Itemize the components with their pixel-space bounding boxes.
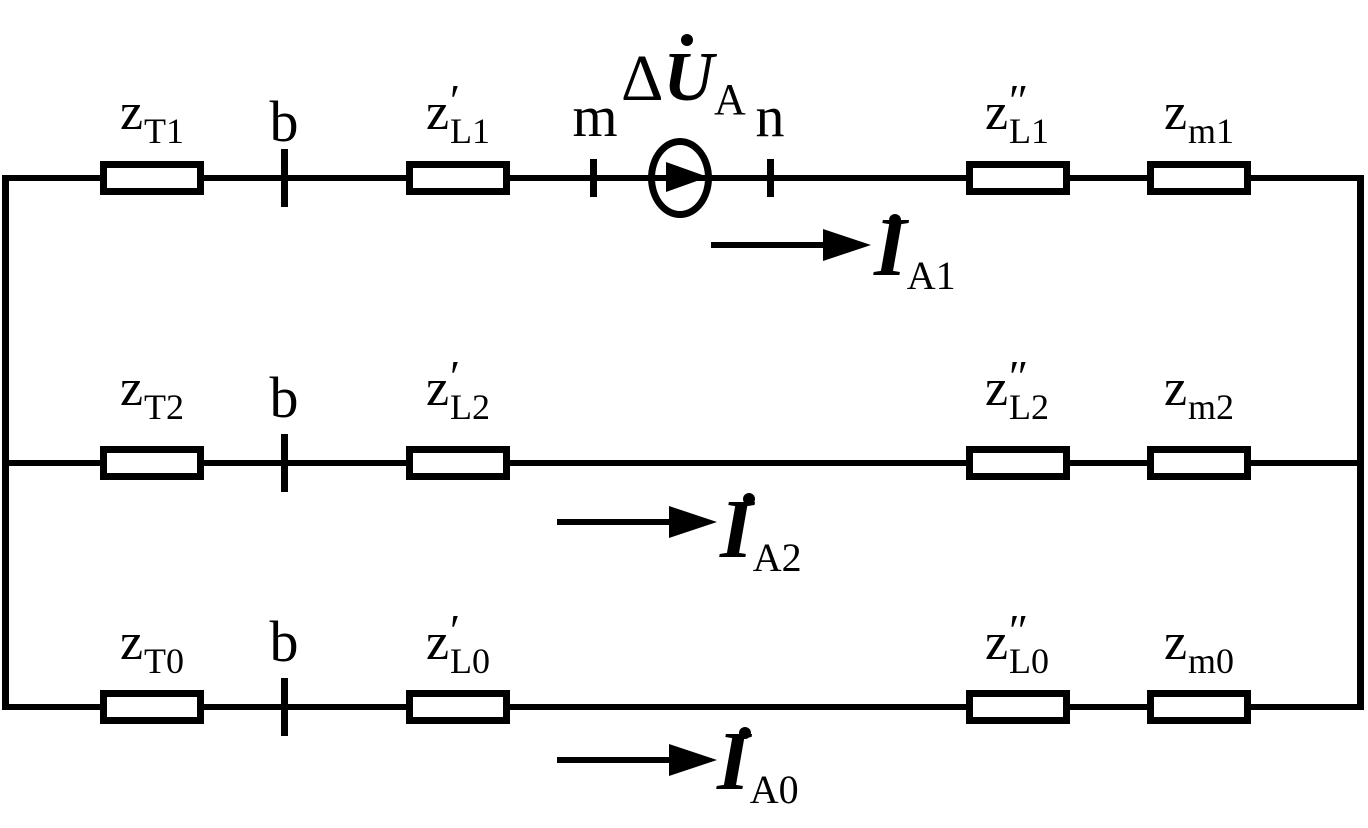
current-arrow-line-IA1 bbox=[711, 242, 825, 248]
impedance-label-zm1: z m1 bbox=[1163, 84, 1235, 151]
wire-right-rail bbox=[1357, 175, 1364, 710]
impedance-subscript: L1 bbox=[450, 111, 491, 151]
impedance-base: z bbox=[1163, 360, 1188, 417]
current-subscript: A2 bbox=[752, 535, 802, 580]
impedance-label-zL2-right: z ″L2 bbox=[984, 351, 1050, 427]
impedance-box-zm2 bbox=[1147, 446, 1251, 480]
impedance-box-zL2-right bbox=[966, 446, 1070, 480]
wire-middle-row bbox=[2, 460, 1364, 466]
impedance-label-zL1-right: z ″L1 bbox=[984, 75, 1050, 151]
prime-mark bbox=[1188, 365, 1234, 389]
impedance-box-zL1-left bbox=[406, 161, 510, 195]
wire-left-rail bbox=[2, 175, 9, 710]
current-arrow-head-IA0 bbox=[669, 744, 717, 776]
impedance-box-zL0-right bbox=[966, 690, 1070, 724]
prime-mark bbox=[144, 89, 184, 113]
voltage-source-label: ΔUA bbox=[621, 42, 746, 133]
delta-prefix: Δ bbox=[621, 42, 664, 115]
impedance-label-zL0-right: z ″L0 bbox=[984, 605, 1050, 681]
impedance-label-zm2: z m2 bbox=[1163, 360, 1235, 427]
node-tick-b1 bbox=[281, 149, 288, 207]
impedance-subscript: T2 bbox=[144, 387, 185, 427]
impedance-subscript: L1 bbox=[1009, 111, 1050, 151]
current-arrow-head-IA1 bbox=[823, 229, 871, 261]
impedance-base: z bbox=[1163, 84, 1188, 141]
impedance-box-zm1 bbox=[1147, 161, 1251, 195]
impedance-base: z bbox=[425, 614, 450, 671]
voltage-symbol: U bbox=[663, 39, 715, 116]
impedance-subscript: L0 bbox=[450, 641, 491, 681]
wire-bottom-row bbox=[2, 704, 1364, 710]
node-label-b2: b bbox=[269, 365, 299, 430]
impedance-label-zL1-left: z ′L1 bbox=[425, 75, 491, 151]
current-arrow-line-IA0 bbox=[557, 757, 671, 763]
prime-mark: ′ bbox=[450, 605, 461, 656]
phasor-dot-accent-IA0 bbox=[739, 727, 751, 739]
node-label-n: n bbox=[755, 84, 785, 149]
voltage-subscript: A bbox=[714, 75, 746, 124]
current-subscript: A1 bbox=[906, 253, 956, 298]
impedance-base: z bbox=[425, 360, 450, 417]
phasor-dot-accent-IA1 bbox=[889, 214, 901, 226]
impedance-label-zL0-left: z ′L0 bbox=[425, 605, 491, 681]
impedance-subscript: T0 bbox=[144, 641, 185, 681]
node-tick-n bbox=[767, 159, 774, 197]
impedance-subscript: m0 bbox=[1188, 641, 1235, 681]
impedance-subscript: L2 bbox=[1009, 387, 1050, 427]
impedance-subscript: L2 bbox=[450, 387, 491, 427]
impedance-box-zL1-right bbox=[966, 161, 1070, 195]
impedance-label-zm0: z m0 bbox=[1163, 614, 1235, 681]
impedance-label-zT0: z T0 bbox=[119, 614, 185, 681]
impedance-base: z bbox=[119, 360, 144, 417]
prime-mark bbox=[144, 619, 184, 643]
impedance-base: z bbox=[984, 84, 1009, 141]
node-label-b1: b bbox=[269, 89, 299, 154]
impedance-label-zT1: z T1 bbox=[119, 84, 185, 151]
current-subscript: A0 bbox=[749, 767, 799, 812]
impedance-subscript: L0 bbox=[1009, 641, 1050, 681]
current-label-IA1: I A1 bbox=[874, 206, 956, 296]
impedance-label-zL2-left: z ′L2 bbox=[425, 351, 491, 427]
impedance-base: z bbox=[425, 84, 450, 141]
current-arrow-head-IA2 bbox=[669, 506, 717, 538]
impedance-base: z bbox=[119, 84, 144, 141]
impedance-subscript: T1 bbox=[144, 111, 185, 151]
prime-mark: ″ bbox=[1009, 605, 1029, 656]
impedance-box-zL0-left bbox=[406, 690, 510, 724]
current-arrow-line-IA2 bbox=[557, 519, 671, 525]
prime-mark bbox=[144, 365, 184, 389]
impedance-base: z bbox=[984, 614, 1009, 671]
node-tick-m bbox=[590, 159, 597, 197]
phasor-dot-accent-IA2 bbox=[743, 493, 755, 505]
current-label-IA0: I A0 bbox=[717, 720, 799, 810]
impedance-subscript: m2 bbox=[1188, 387, 1235, 427]
impedance-box-zT2 bbox=[100, 446, 204, 480]
impedance-base: z bbox=[119, 614, 144, 671]
prime-mark: ′ bbox=[450, 351, 461, 402]
impedance-box-zL2-left bbox=[406, 446, 510, 480]
prime-mark bbox=[1188, 619, 1234, 643]
voltage-source-icon bbox=[648, 138, 712, 218]
impedance-box-zm0 bbox=[1147, 690, 1251, 724]
node-label-m: m bbox=[572, 84, 618, 149]
voltage-source-arrow-icon bbox=[666, 162, 708, 192]
impedance-box-zT0 bbox=[100, 690, 204, 724]
prime-mark: ′ bbox=[450, 75, 461, 126]
impedance-label-zT2: z T2 bbox=[119, 360, 185, 427]
prime-mark: ″ bbox=[1009, 75, 1029, 126]
current-label-IA2: I A2 bbox=[720, 488, 802, 578]
impedance-base: z bbox=[984, 360, 1009, 417]
node-label-b0: b bbox=[269, 609, 299, 674]
impedance-base: z bbox=[1163, 614, 1188, 671]
node-tick-b0 bbox=[281, 678, 288, 736]
phasor-dot-accent-U bbox=[681, 34, 693, 46]
impedance-box-zT1 bbox=[100, 161, 204, 195]
impedance-subscript: m1 bbox=[1188, 111, 1235, 151]
node-tick-b2 bbox=[281, 434, 288, 492]
prime-mark bbox=[1188, 89, 1234, 113]
prime-mark: ″ bbox=[1009, 351, 1029, 402]
